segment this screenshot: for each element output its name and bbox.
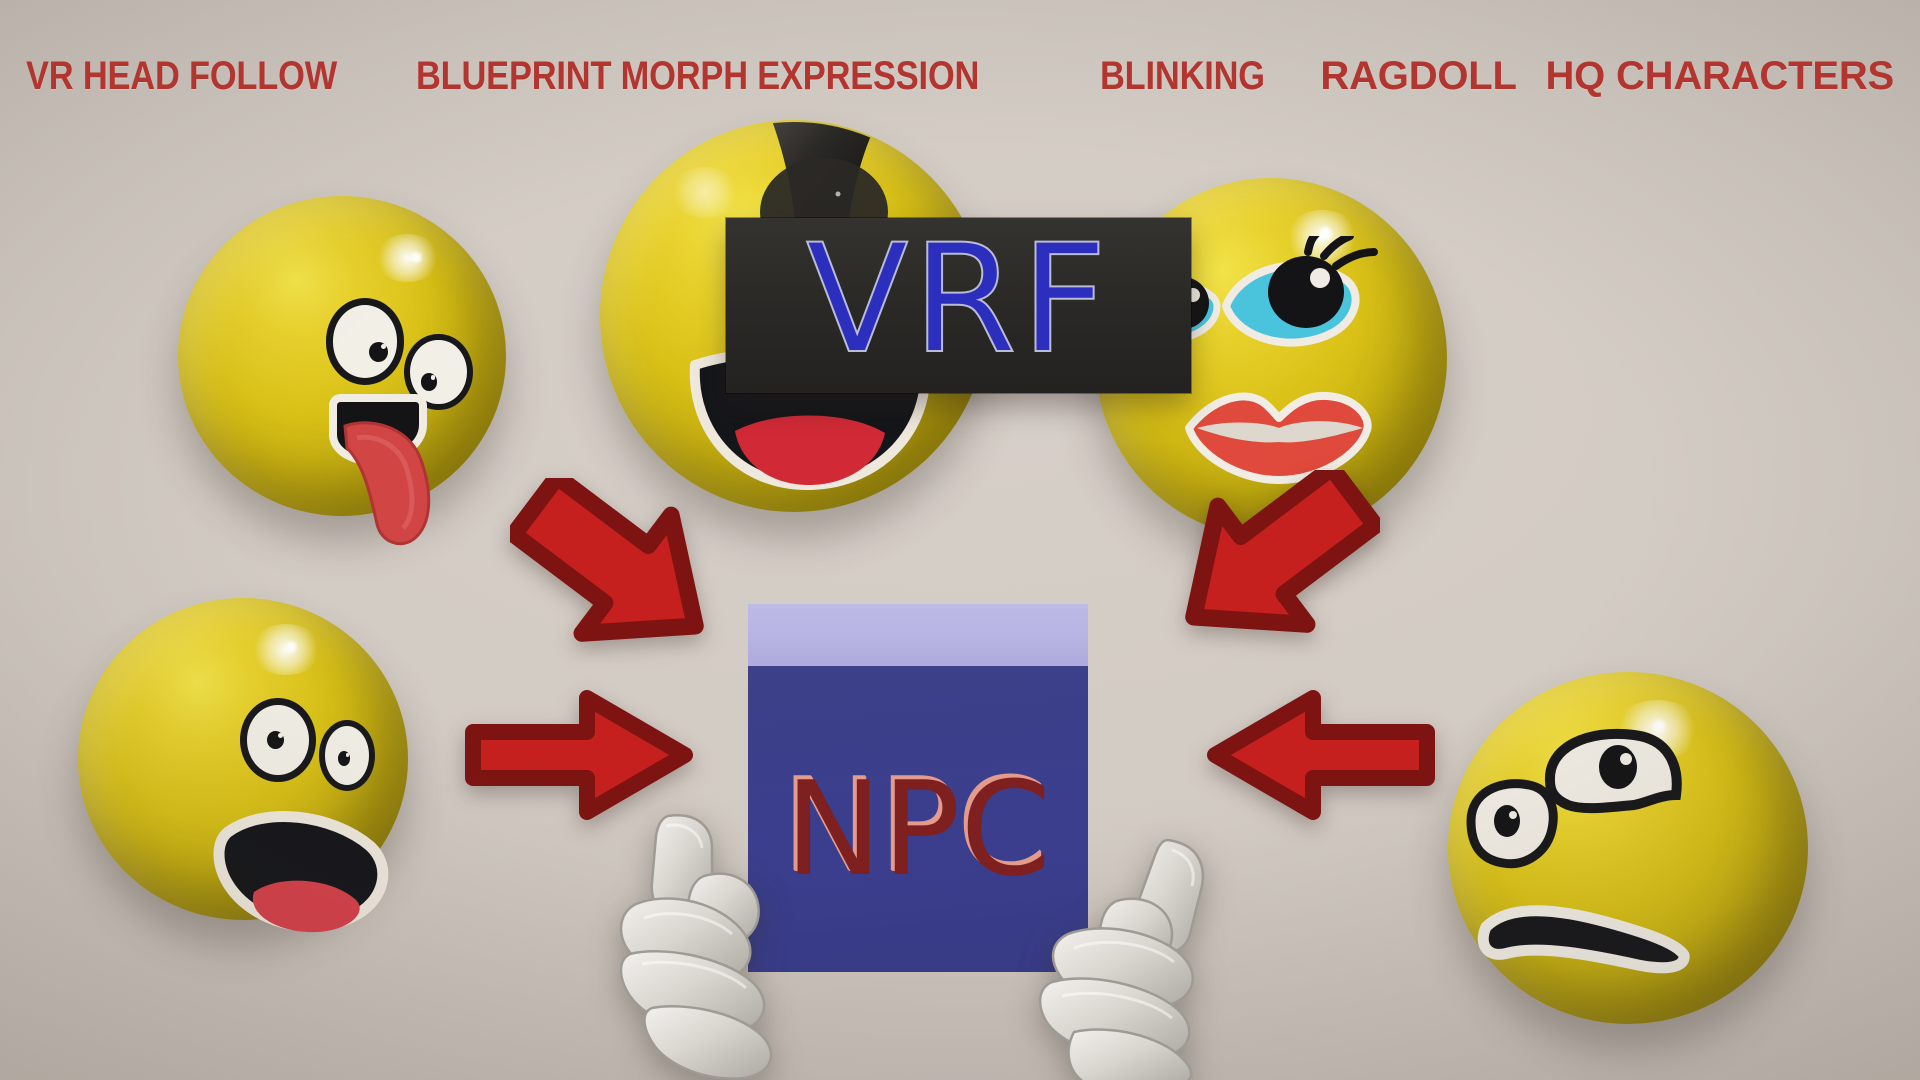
pupil-glint: [430, 375, 436, 380]
pupil-right: [338, 751, 351, 766]
sphere-highlight: [249, 623, 323, 676]
npc-label: NPC: [784, 753, 1052, 905]
face-top-left: [178, 196, 506, 546]
arrow-bottom-left-to-npc: [465, 690, 695, 820]
eye-right: [318, 720, 375, 792]
feature-hq-characters: HQ CHARACTERS: [1545, 54, 1894, 98]
pupil-right: [420, 373, 438, 391]
feature-vr-head-follow: VR HEAD FOLLOW: [26, 54, 337, 98]
pupil-glint: [277, 733, 283, 739]
pupil-glint: [380, 344, 387, 350]
arrow-top-right-to-npc: [1160, 470, 1380, 655]
eye-left-worried: [1466, 778, 1558, 868]
eye-left: [325, 298, 405, 385]
sphere-specular-dot: [282, 639, 300, 655]
feature-header: VR HEAD FOLLOW BLUEPRINT MORPH EXPRESSIO…: [0, 46, 1920, 106]
robot-hand-left: [608, 812, 838, 1080]
npc-cube-top-face: [748, 604, 1088, 666]
vrf-logo-text: VRF: [805, 212, 1112, 387]
face-bottom-right: [1448, 672, 1808, 1024]
npc-cube-front-face: [748, 666, 1088, 972]
mouth-grimace: [1477, 905, 1690, 974]
pupil-left: [267, 731, 285, 750]
feature-ragdoll: RAGDOLL: [1320, 54, 1517, 98]
eye-right-lashes: [1221, 235, 1378, 347]
sphere-specular-dot: [407, 250, 424, 265]
eye-right-worried: [1545, 729, 1683, 814]
mouth-shocked: [213, 810, 389, 932]
eye-left: [239, 697, 316, 782]
arrow-bottom-right-to-npc: [1205, 690, 1435, 820]
feature-blueprint-morph-expression: BLUEPRINT MORPH EXPRESSION: [416, 54, 980, 98]
face-bottom-left: [78, 598, 408, 932]
vrf-logo-plate: VRF: [726, 218, 1191, 393]
npc-cube: NPC: [748, 604, 1088, 972]
pupil-glint: [345, 752, 350, 757]
robot-hand-right: [1000, 838, 1230, 1080]
sphere-highlight: [374, 234, 441, 283]
arrow-top-left-to-npc: [510, 478, 720, 658]
lips: [1185, 392, 1373, 485]
feature-blinking: BLINKING: [1099, 54, 1265, 98]
pupil-left: [368, 341, 389, 362]
tongue: [343, 421, 431, 546]
